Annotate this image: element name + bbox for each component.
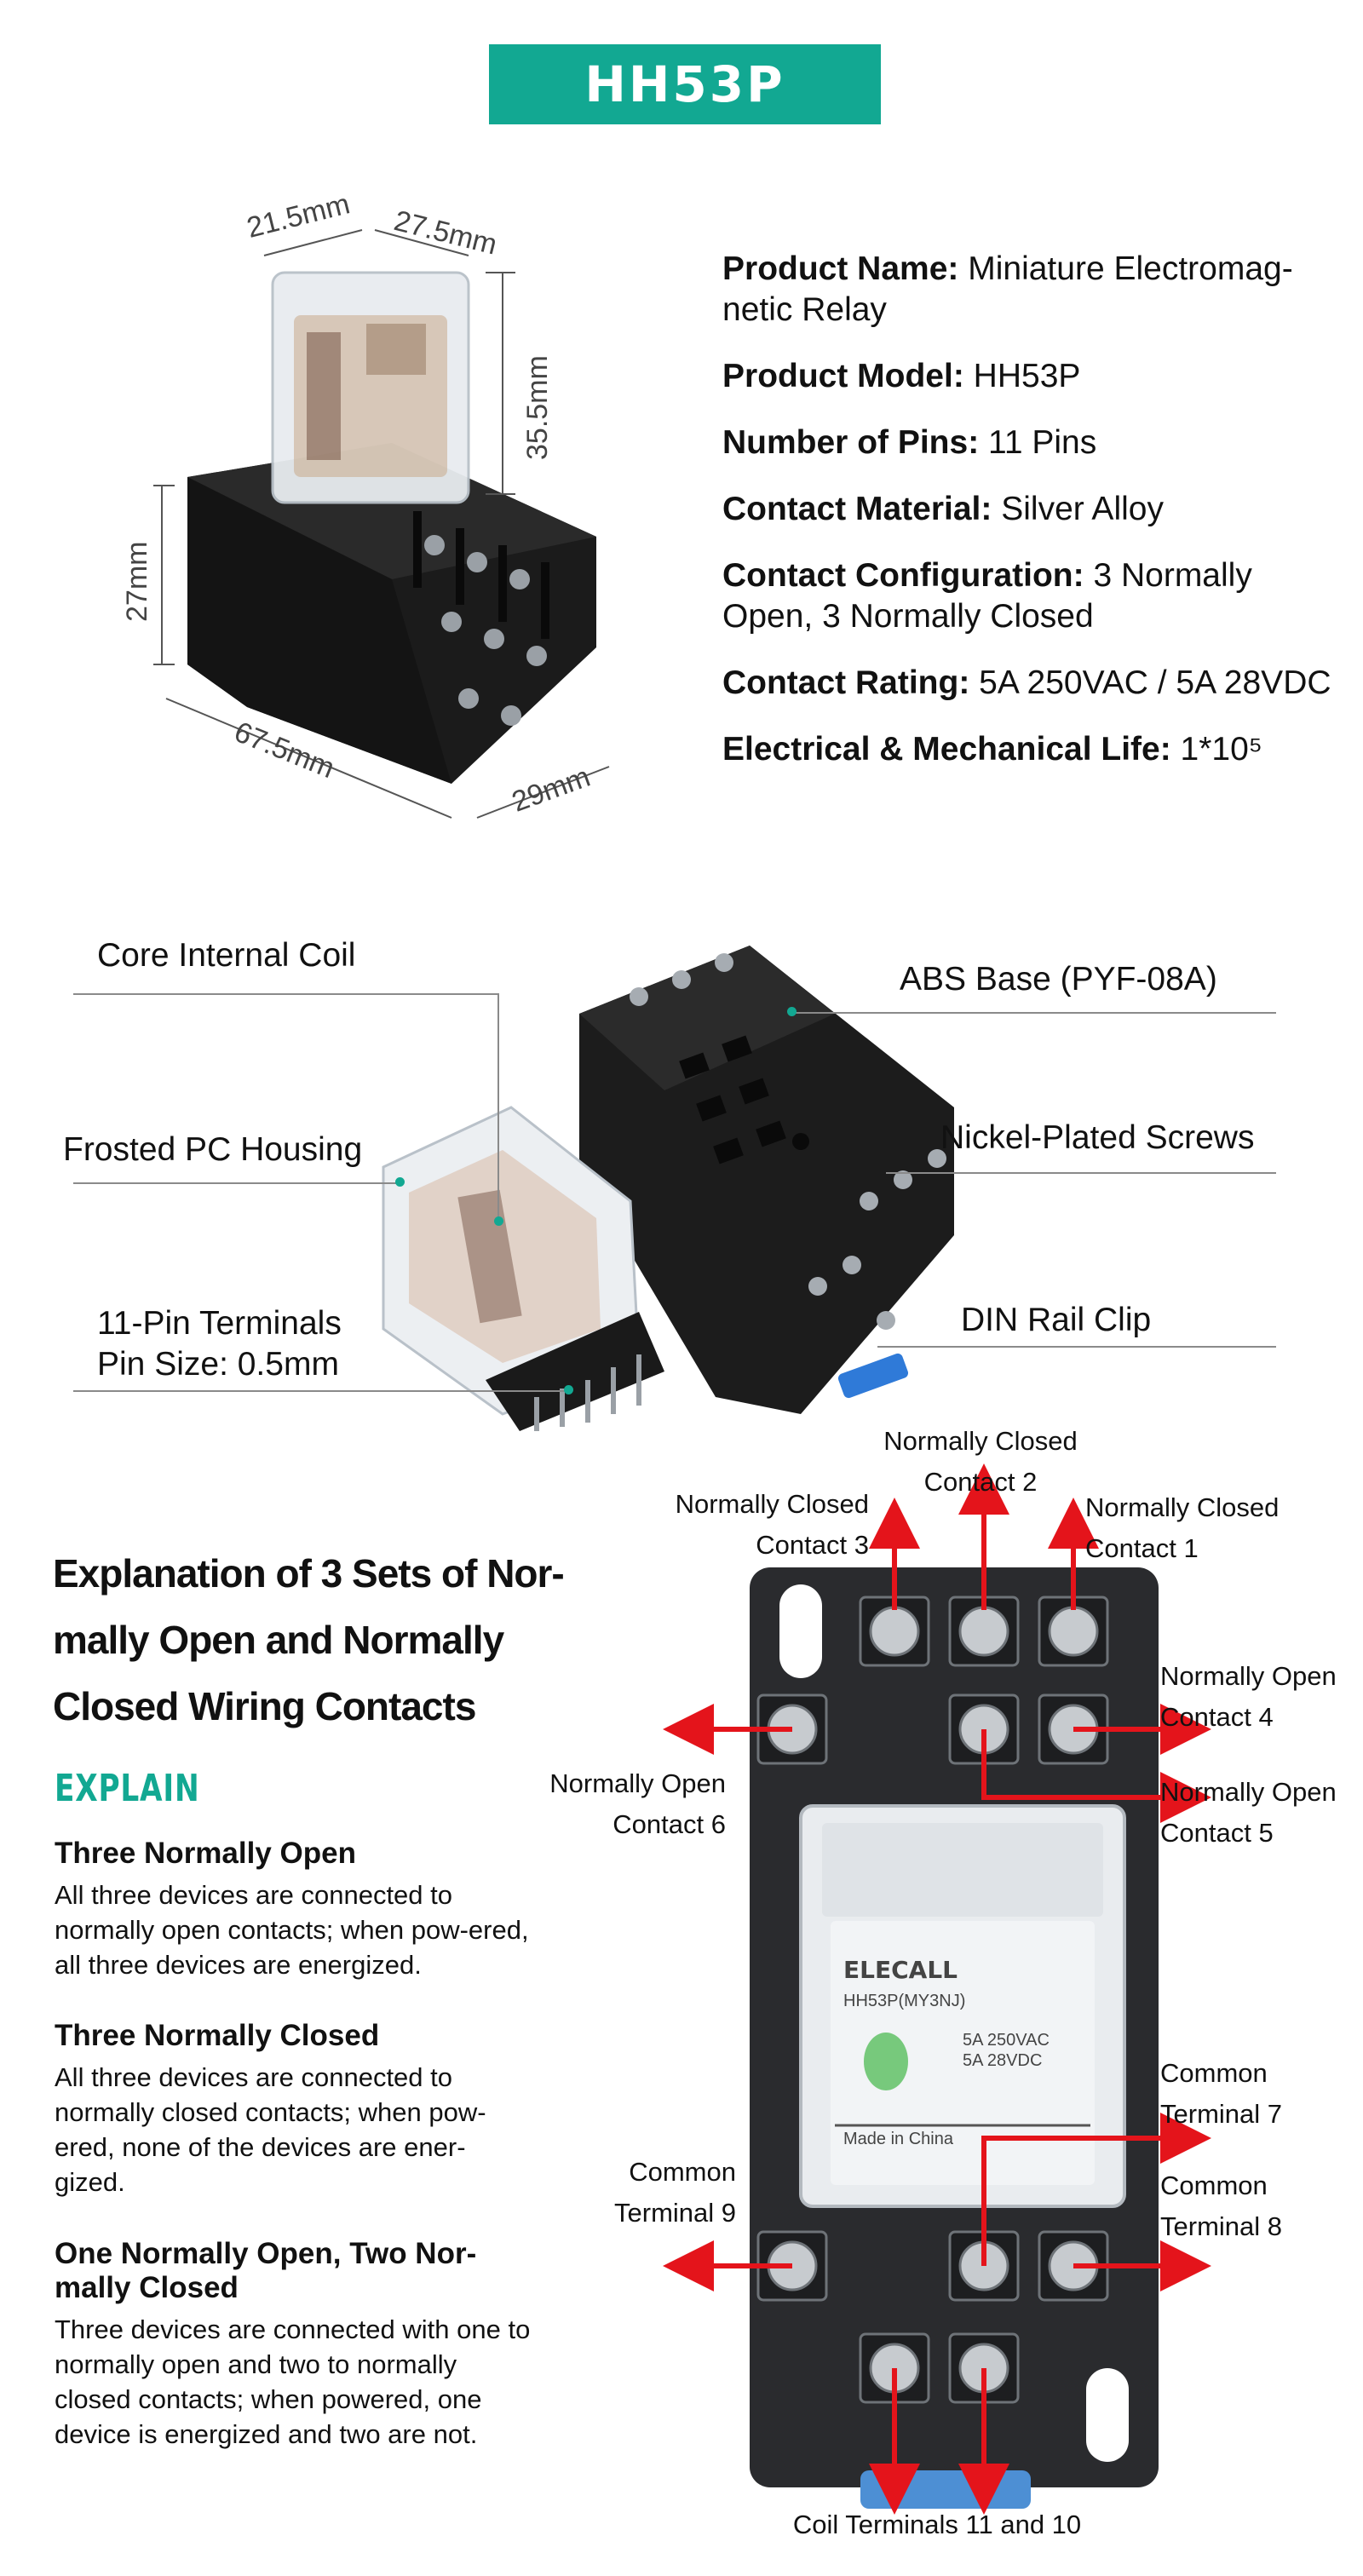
dot-base <box>787 1007 797 1016</box>
item-text: All three devices are connected to norma… <box>55 1880 529 1980</box>
label-abs-base: ABS Base (PYF-08A) <box>900 961 1217 998</box>
relay-rating-ac: 5A 250VAC <box>963 2031 1050 2050</box>
relay-brand: ELECALL <box>843 1956 958 1984</box>
spec-life: Electrical & Mechanical Life: 1*10⁵ <box>722 731 1262 768</box>
leader-din-clip <box>877 1346 1276 1348</box>
label-frosted-pc-housing: Frosted PC Housing <box>63 1131 363 1168</box>
dot-terminals <box>564 1385 573 1394</box>
relay-rating-dc: 5A 28VDC <box>963 2051 1043 2070</box>
nickel-screws <box>630 953 946 1330</box>
item-text: All three devices are connected to norma… <box>55 2062 486 2197</box>
label-coil-terminals: Coil Terminals 11 and 10 <box>792 2510 1082 2539</box>
spec-number-of-pins: Number of Pins: 11 Pins <box>722 424 1097 461</box>
dot-housing <box>395 1177 405 1187</box>
leader-housing <box>73 1182 400 1184</box>
leader-core-coil-h <box>73 993 499 995</box>
relay-dimension-illustration <box>153 229 610 819</box>
spec-product-model: Product Model: HH53P <box>722 358 1081 394</box>
spec-product-name: Product Name: Miniature Electromag-netic… <box>722 250 1293 328</box>
wiring-title: Explanation of 3 Sets of Nor-mally Open … <box>53 1551 565 1728</box>
din-rail-clip-shape <box>837 1353 909 1399</box>
spec-contact-configuration: Contact Configuration: 3 Normally Open, … <box>722 557 1252 635</box>
socket-base-front <box>187 477 451 784</box>
wiring-diagram <box>663 1463 1211 2515</box>
relay-pins <box>534 1354 641 1431</box>
item-three-normally-open: Three Normally Open All three devices ar… <box>55 1837 532 1982</box>
socket-ribs <box>413 511 549 639</box>
spec-list: Product Name: Miniature Electromag-netic… <box>722 249 1336 796</box>
item-title: Three Normally Open <box>55 1837 356 1870</box>
spec-contact-material: Contact Material: Silver Alloy <box>722 491 1164 527</box>
label-11-pin-terminals: 11-Pin Terminals Pin Size: 0.5mm <box>97 1303 342 1385</box>
leader-core-coil-v <box>497 993 499 1222</box>
terminals-line-2: Pin Size: 0.5mm <box>97 1346 339 1383</box>
label-nickel-plated-screws: Nickel-Plated Screws <box>940 1119 1255 1156</box>
socket-screws <box>424 535 547 726</box>
terminals-line-1: 11-Pin Terminals <box>97 1305 342 1342</box>
relay-origin: Made in China <box>843 2130 953 2148</box>
label-core-internal-coil: Core Internal Coil <box>97 937 356 974</box>
label-din-rail-clip: DIN Rail Clip <box>961 1302 1152 1338</box>
leader-base <box>792 1012 1276 1014</box>
spec-contact-rating: Contact Rating: 5A 250VAC / 5A 28VDC <box>722 664 1331 701</box>
item-title: One Normally Open, Two Nor-mally Closed <box>55 2237 477 2304</box>
relay-model: HH53P(MY3NJ) <box>843 1992 966 2010</box>
item-one-no-two-nc: One Normally Open, Two Nor-mally Closed … <box>55 2237 532 2452</box>
socket-mount-hole-top <box>779 1584 822 1678</box>
item-three-normally-closed: Three Normally Closed All three devices … <box>55 2019 532 2199</box>
dim-base-height: 27mm <box>121 541 153 622</box>
dot-core-coil <box>494 1216 503 1226</box>
din-clip-bottom <box>860 2470 1031 2509</box>
socket-mount-hole-bottom <box>1086 2368 1129 2462</box>
item-text: Three devices are connected with one to … <box>55 2314 531 2449</box>
leader-screws <box>886 1172 1276 1174</box>
explain-label: EXPLAIN <box>55 1767 200 1810</box>
item-title: Three Normally Closed <box>55 2019 380 2052</box>
components-illustration <box>382 946 954 1431</box>
model-badge: HH53P <box>489 44 881 124</box>
leader-terminals <box>73 1390 567 1392</box>
dim-relay-height: 35.5mm <box>521 355 554 460</box>
